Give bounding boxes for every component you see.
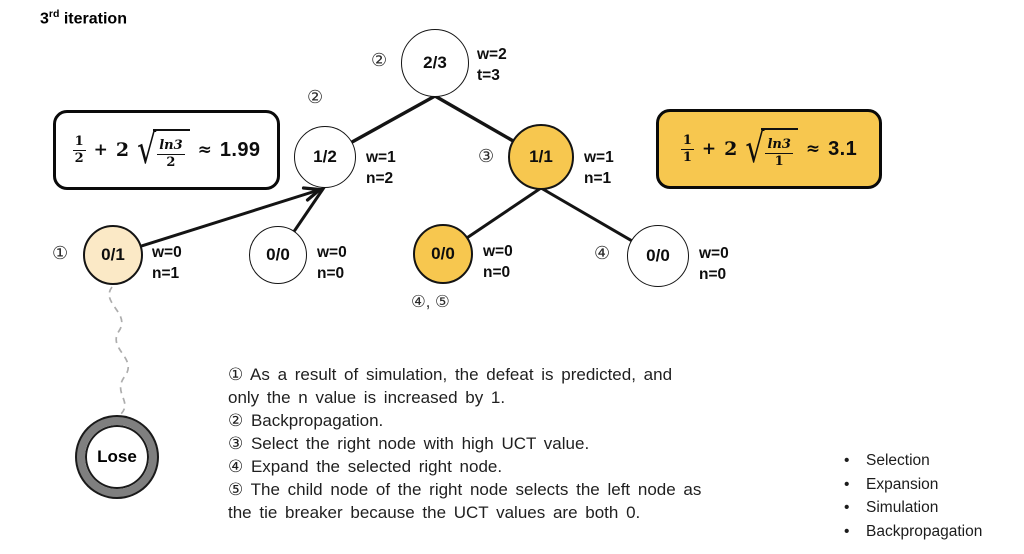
stat-w: w=0 [152, 244, 182, 261]
approx-operator: ≈ [805, 139, 821, 159]
stat-n: n=0 [483, 264, 511, 281]
node-leaf-0-1: 0/1 [83, 225, 143, 285]
exploration-coefficient: 2 [115, 139, 130, 161]
node-root-2-3: 2/3 [401, 29, 469, 97]
legend-item-selection: • Selection [844, 449, 982, 473]
legend-label: Selection [866, 452, 930, 469]
title-text: iteration [59, 10, 127, 28]
bullet-icon: • [844, 475, 850, 493]
node-label: 2/3 [423, 53, 447, 72]
fraction-denominator: 2 [74, 150, 84, 166]
legend-item-backpropagation: • Backpropagation [844, 520, 982, 544]
legend-label: Expansion [866, 475, 939, 493]
note-line: ⑤ The child node of the right node selec… [228, 480, 702, 499]
simulation-dashed-squiggle [108, 286, 129, 415]
plus-operator: + [701, 139, 717, 159]
page-title: 3rd iteration [40, 8, 127, 28]
note-line: ④ Expand the selected right node. [228, 457, 503, 476]
node-label: 1/2 [313, 147, 337, 166]
title-number: 3 [40, 10, 49, 28]
simulation-outcome-node: Lose [77, 417, 157, 497]
legend-item-simulation: • Simulation [844, 496, 982, 520]
approx-operator: ≈ [197, 140, 212, 160]
step-marker-4: ④ [594, 243, 611, 263]
note-line: ③ Select the right node with high UCT va… [228, 434, 590, 453]
step-marker-2-root: ② [371, 50, 388, 70]
node-label: 1/1 [529, 147, 553, 166]
step-notes: ① As a result of simulation, the defeat … [228, 363, 701, 524]
fraction-numerator: 1 [72, 133, 86, 151]
step-marker-4-5: ④, ⑤ [411, 293, 450, 311]
outcome-label: Lose [97, 447, 137, 466]
node-leaf-0-0-left: 0/0 [249, 226, 307, 284]
node-label: 0/0 [646, 246, 670, 265]
node-leaf-0-0-mid: 0/0 [413, 224, 473, 284]
mcts-phase-legend: • Selection • Expansion • Simulation • Backp… [844, 449, 982, 543]
stat-t: t=3 [477, 67, 500, 84]
stat-n: n=0 [699, 266, 727, 283]
stat-w: w=0 [317, 244, 347, 261]
uct-value: 1.99 [219, 138, 261, 161]
stat-n: n=1 [152, 265, 180, 282]
exploration-coefficient: 2 [724, 138, 738, 160]
bullet-icon: • [844, 522, 850, 540]
node-leaf-0-0-right: 0/0 [627, 225, 689, 287]
fraction-denominator: 1 [682, 149, 692, 165]
bullet-icon: • [844, 452, 850, 469]
radicand-denominator: 1 [774, 154, 784, 169]
stat-w: w=1 [366, 149, 396, 166]
node-label: 0/0 [431, 244, 455, 263]
stat-n: n=0 [317, 265, 345, 282]
stat-w: w=1 [584, 149, 614, 166]
stat-w: w=0 [483, 243, 513, 260]
note-line: ① As a result of simulation, the defeat … [228, 365, 673, 384]
note-line: only the n value is increased by 1. [228, 388, 506, 407]
note-line: ② Backpropagation. [228, 411, 384, 430]
step-marker-1: ① [52, 243, 69, 263]
step-marker-2-edge: ② [307, 87, 324, 107]
stat-w: w=0 [699, 245, 729, 262]
title-ordinal: rd [48, 8, 60, 20]
legend-label: Backpropagation [866, 522, 983, 540]
stat-w: w=2 [477, 46, 507, 63]
stat-n: n=1 [584, 170, 612, 187]
backpropagation-arrowhead [301, 186, 324, 202]
note-line: the tie breaker because the UCT values a… [228, 503, 641, 522]
node-left-1-2: 1/2 [294, 126, 356, 188]
legend-item-expansion: • Expansion [844, 473, 982, 497]
node-label: 0/1 [101, 245, 125, 264]
node-label: 0/0 [266, 245, 290, 264]
radicand-numerator: ln3 [157, 138, 185, 155]
radical-sign: √ [137, 126, 157, 174]
legend-label: Simulation [866, 499, 939, 516]
uct-value: 3.1 [828, 137, 858, 160]
plus-operator: + [93, 140, 108, 160]
fraction-numerator: 1 [680, 132, 694, 150]
radicand-denominator: 2 [166, 155, 176, 170]
bullet-icon: • [844, 499, 850, 516]
node-right-1-1: 1/1 [508, 124, 574, 190]
stat-n: n=2 [366, 170, 394, 187]
radicand-numerator: ln3 [765, 137, 793, 154]
radical-sign: √ [745, 125, 765, 173]
step-marker-3: ③ [478, 146, 495, 166]
